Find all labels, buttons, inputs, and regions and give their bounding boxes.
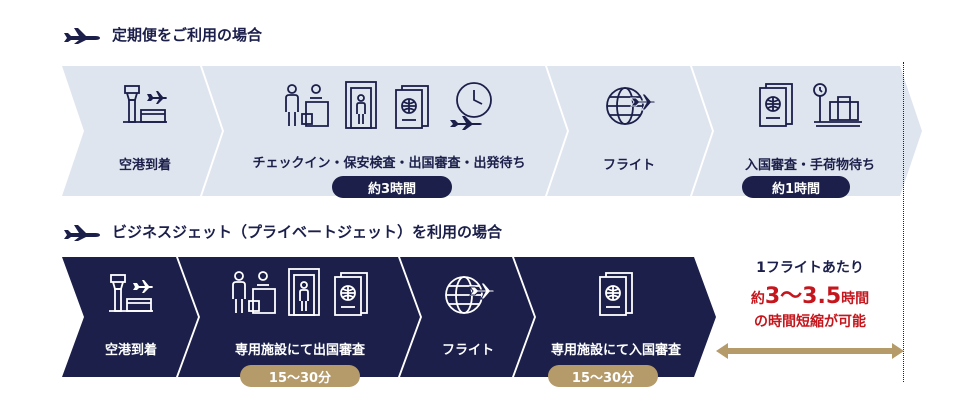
control-tower-icon (109, 274, 153, 312)
time-saving-amount-line: 約3〜3.5時間 (720, 278, 900, 310)
scheduled-stage-departure: チェックイン・保安検査・出国審査・出発待ち (230, 66, 548, 171)
scheduled-duration-arrival: 約1時間 (742, 176, 850, 198)
dotted-divider (903, 62, 904, 382)
business-jet-stage-departure: 専用施設にて出国審査 (200, 257, 400, 358)
business-jet-stage-flight: フライト (422, 257, 514, 358)
globe-plane-icon (606, 87, 656, 125)
scheduled-stage-flight-label: フライト (602, 158, 655, 173)
business-jet-stage-airport: 空港到着 (84, 257, 178, 358)
globe-plane-icon (445, 276, 495, 314)
time-saving-unit: 時間 (841, 291, 870, 307)
time-saving-callout: 1フライトあたり 約3〜3.5時間 の時間短縮が可能 (720, 257, 900, 331)
check-in-counter-icon (232, 271, 276, 314)
business-jet-stage-flight-label: フライト (441, 343, 494, 358)
clock-plane-icon (450, 82, 492, 130)
airplane-icon (64, 224, 100, 241)
airplane-icon (64, 27, 100, 44)
check-in-counter-icon (285, 84, 329, 127)
control-tower-icon (123, 85, 167, 123)
scheduled-stage-flight: フライト (570, 66, 688, 173)
business-jet-heading: ビジネスジェット（プライベートジェット）を利用の場合 (62, 221, 502, 242)
passport-icon (395, 85, 429, 129)
business-jet-heading-text: ビジネスジェット（プライベートジェット）を利用の場合 (112, 223, 503, 241)
scheduled-heading: 定期便をご利用の場合 (62, 24, 262, 45)
double-arrow-icon (716, 343, 904, 359)
security-gate-icon (345, 81, 377, 129)
business-jet-flow-band (62, 257, 716, 377)
business-jet-stage-arrival-label: 専用施設にて入国審査 (550, 343, 681, 358)
scheduled-stage-arrival: 入国審査・手荷物待ち (716, 66, 904, 173)
time-saving-line1: 1フライトあたり (756, 260, 864, 276)
business-jet-stage-arrival: 専用施設にて入国審査 (536, 257, 696, 358)
scheduled-stage-airport: 空港到着 (90, 66, 200, 173)
scheduled-duration-departure: 約3時間 (332, 176, 452, 198)
passport-icon (599, 272, 633, 316)
time-saving-prefix: 約 (750, 291, 765, 307)
security-gate-icon (288, 268, 320, 316)
scheduled-stage-departure-label: チェックイン・保安検査・出国審査・出発待ち (252, 156, 526, 171)
baggage-scale-icon (813, 83, 862, 127)
scheduled-flow-band (62, 66, 922, 196)
passport-icon (334, 272, 368, 316)
scheduled-stage-airport-label: 空港到着 (118, 158, 171, 173)
business-jet-flow: 空港到着 専用施設にて出国審査 (0, 257, 960, 417)
time-saving-amount: 3〜3.5 (764, 284, 842, 309)
time-saving-line3: の時間短縮が可能 (754, 314, 866, 330)
business-jet-stage-airport-label: 空港到着 (104, 343, 157, 358)
business-jet-duration-departure: 15〜30分 (240, 365, 360, 387)
business-jet-stage-departure-label: 専用施設にて出国審査 (234, 343, 365, 358)
passport-icon (759, 83, 793, 127)
business-jet-duration-arrival: 15〜30分 (548, 365, 658, 387)
scheduled-heading-text: 定期便をご利用の場合 (112, 26, 263, 44)
scheduled-flow: 空港到着 チェックイン・保安検査・出国審査 (0, 66, 960, 198)
scheduled-stage-arrival-label: 入国審査・手荷物待ち (744, 158, 875, 173)
